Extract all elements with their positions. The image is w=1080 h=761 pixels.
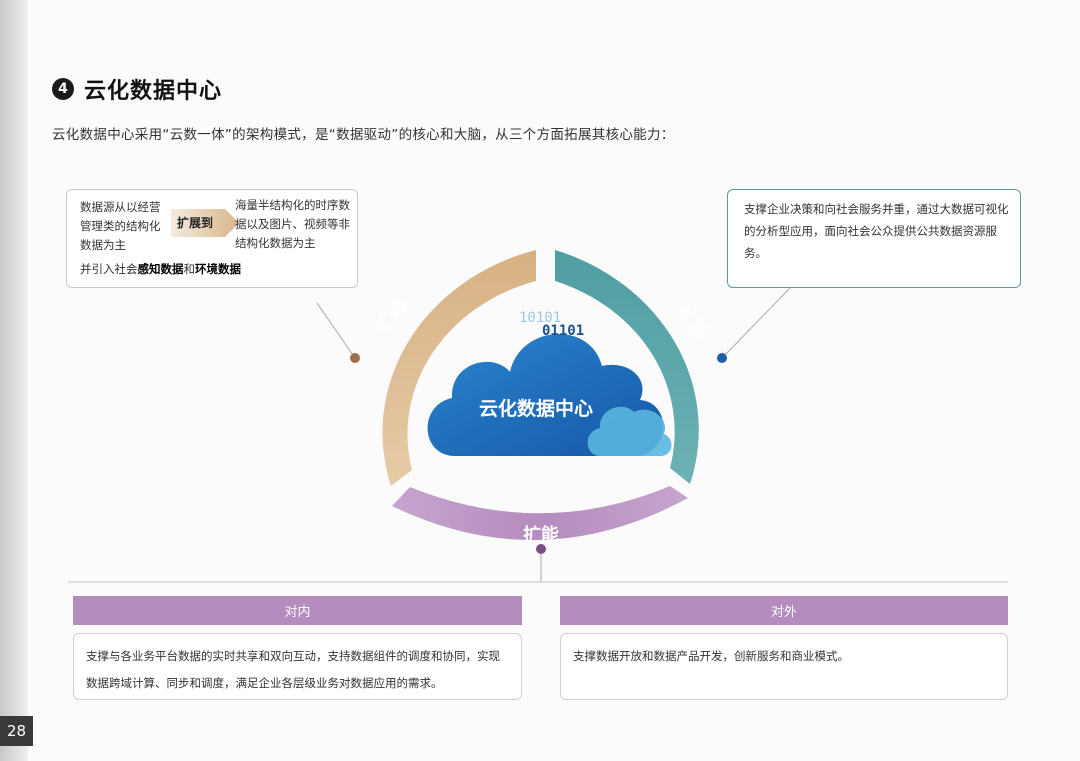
outer-section-text: 支撑数据开放和数据产品开发，创新服务和商业模式。: [560, 633, 1008, 700]
left-connector-line: [316, 302, 356, 359]
left-arc-dot: [350, 353, 360, 363]
outer-section-header: 对外: [560, 596, 1008, 625]
right-arc-dot: [717, 353, 727, 363]
section-title: 云化数据中心: [84, 79, 223, 104]
cloud-icon: [427, 334, 672, 456]
binary-text-top: 10101: [519, 310, 561, 326]
arrow-label: 扩展到: [177, 216, 214, 230]
right-arc-label: 扩面: [672, 302, 712, 343]
arrow-icon: [171, 209, 239, 237]
section-heading: 4 云化数据中心: [52, 73, 222, 105]
section-intro: 云化数据中心采用“云数一体”的架构模式，是“数据驱动”的核心和大脑，从三个方面拓…: [52, 127, 675, 143]
section-number-badge: 4: [52, 78, 74, 100]
target-text: 海量半结构化的时序数据以及图片、视频等非结构化数据为主: [235, 198, 350, 250]
page-number: 28: [0, 716, 33, 746]
page-edge: [0, 0, 28, 761]
right-connector-line: [721, 287, 791, 359]
source-last-line: 并引入社会感知数据和环境数据: [80, 260, 241, 279]
expand-capability-arc: [392, 486, 688, 541]
inner-section-text: 支撑与各业务平台数据的实时共享和双向互动，支持数据组件的调度和协同，实现数据跨域…: [73, 633, 522, 700]
connector-text: 和: [183, 262, 196, 276]
expand-face-box: 支撑企业决策和向社会服务并重，通过大数据可视化的分析型应用，面向社会公众提供公共…: [727, 189, 1021, 288]
highlight-environment-data: 环境数据: [195, 262, 241, 276]
cloud-label: 云化数据中心: [479, 397, 593, 420]
bottom-arc-label: 扩能: [523, 524, 559, 546]
highlight-perception-data: 感知数据: [137, 262, 184, 276]
expand-face-arc: [555, 250, 699, 484]
left-arc-label: 扩源: [371, 294, 411, 336]
expand-face-text: 支撑企业决策和向社会服务并重，通过大数据可视化的分析型应用，面向社会公众提供公共…: [744, 202, 1009, 260]
source-text: 数据源从以经营管理类的结构化数据为主: [80, 200, 161, 252]
expand-source-box: 数据源从以经营管理类的结构化数据为主 扩展到 海量半结构化的时序数据以及图片、视…: [66, 189, 358, 288]
bottom-arc-dot: [536, 544, 546, 554]
inner-section-header: 对内: [73, 596, 522, 625]
expand-arrow: 扩展到: [171, 206, 241, 240]
binary-text-bottom: 01101: [542, 323, 584, 339]
expand-source-arc: [382, 250, 536, 486]
last-line-prefix: 并引入社会: [80, 262, 138, 276]
